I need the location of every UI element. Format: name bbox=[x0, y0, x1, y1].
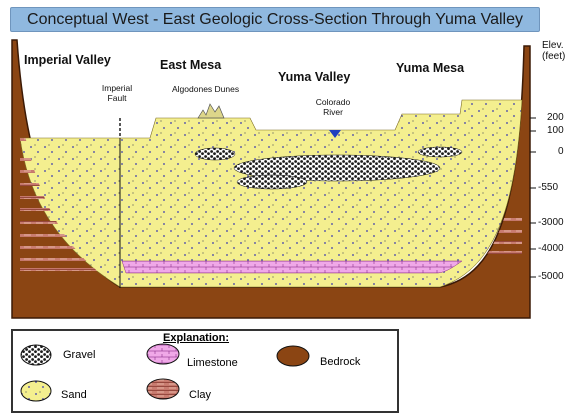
title-bar: Conceptual West - East Geologic Cross-Se… bbox=[10, 7, 540, 32]
legend-gravel-swatch bbox=[20, 344, 52, 366]
legend-sand-label: Sand bbox=[61, 389, 87, 401]
label-algodones-dunes: Algodones Dunes bbox=[172, 84, 240, 94]
elev-tick-200: 200 bbox=[547, 112, 564, 123]
elevation-header: Elev. (feet) bbox=[542, 40, 566, 62]
label-imperial-fault: Imperial Fault bbox=[101, 83, 133, 103]
elev-tick-minus-550: -550 bbox=[538, 182, 559, 193]
gravel-lens bbox=[417, 146, 463, 158]
gravel-lens bbox=[236, 174, 308, 190]
clay-layer bbox=[20, 246, 120, 249]
label-yuma-valley: Yuma Valley bbox=[278, 70, 351, 84]
legend-gravel-label: Gravel bbox=[63, 349, 96, 361]
legend-limestone-label: Limestone bbox=[187, 357, 238, 369]
elevation-ticks bbox=[530, 117, 536, 278]
legend-bedrock-swatch bbox=[276, 345, 310, 367]
label-colorado-river: Colorado River bbox=[315, 97, 351, 117]
legend-limestone-swatch bbox=[146, 343, 180, 365]
clay-layer bbox=[20, 268, 120, 271]
legend-clay-label: Clay bbox=[189, 389, 212, 401]
diagram-title: Conceptual West - East Geologic Cross-Se… bbox=[27, 10, 523, 28]
elev-tick-minus-4000: -4000 bbox=[538, 243, 564, 254]
elev-tick-0: 0 bbox=[558, 146, 564, 157]
cross-section bbox=[11, 39, 536, 319]
elev-tick-minus-3000: -3000 bbox=[538, 217, 564, 228]
legend-title: Explanation: bbox=[163, 332, 230, 344]
elev-tick-100: 100 bbox=[547, 125, 564, 136]
legend-clay-swatch bbox=[146, 378, 180, 400]
legend: Explanation: Gravel Sand Limestone Clay … bbox=[11, 329, 399, 413]
limestone-layer bbox=[121, 260, 463, 274]
clay-layer bbox=[20, 258, 120, 261]
label-imperial-valley: Imperial Valley bbox=[24, 53, 111, 67]
label-yuma-mesa: Yuma Mesa bbox=[396, 61, 465, 75]
legend-sand-swatch bbox=[20, 380, 52, 402]
river-shape bbox=[329, 130, 341, 138]
dunes-shape bbox=[197, 103, 225, 119]
sand-fill bbox=[19, 99, 523, 288]
label-east-mesa: East Mesa bbox=[160, 58, 222, 72]
gravel-lens bbox=[194, 147, 236, 161]
elev-tick-minus-5000: -5000 bbox=[538, 271, 564, 282]
gravel-lens bbox=[233, 154, 441, 182]
legend-bedrock-label: Bedrock bbox=[320, 356, 361, 368]
